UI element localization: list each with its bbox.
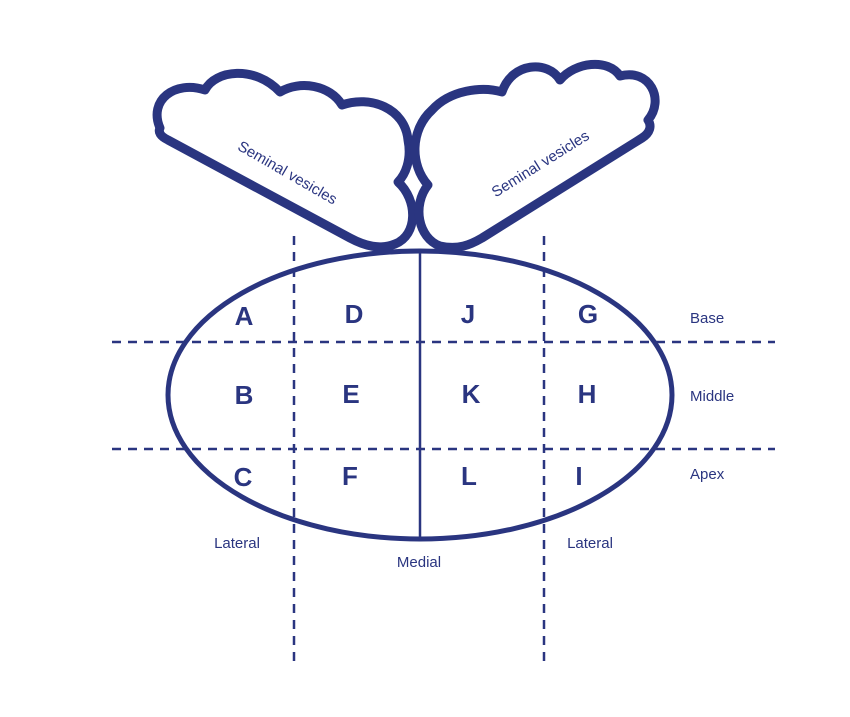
row-label-middle: Middle [690,388,734,405]
left-seminal-vesicle-label: Seminal vesicles [235,138,340,209]
column-label-lateral-left: Lateral [214,535,260,552]
zone-label-f: F [342,461,358,491]
zone-label-b: B [235,380,254,410]
zone-label-i: I [575,461,582,491]
zone-label-a: A [235,301,254,331]
zone-label-h: H [578,379,597,409]
row-label-apex: Apex [690,466,725,483]
right-seminal-vesicle-outline [410,59,660,252]
zone-label-k: K [462,379,481,409]
row-label-base: Base [690,310,724,327]
column-label-medial: Medial [397,554,441,571]
zone-label-l: L [461,461,477,491]
zone-label-j: J [461,299,475,329]
right-seminal-vesicle-label: Seminal vesicles [489,127,593,201]
left-seminal-vesicle-outline [152,68,418,252]
column-label-lateral-right: Lateral [567,535,613,552]
zone-label-d: D [345,299,364,329]
zone-label-e: E [342,379,359,409]
zone-label-g: G [578,299,598,329]
zone-label-c: C [234,462,253,492]
